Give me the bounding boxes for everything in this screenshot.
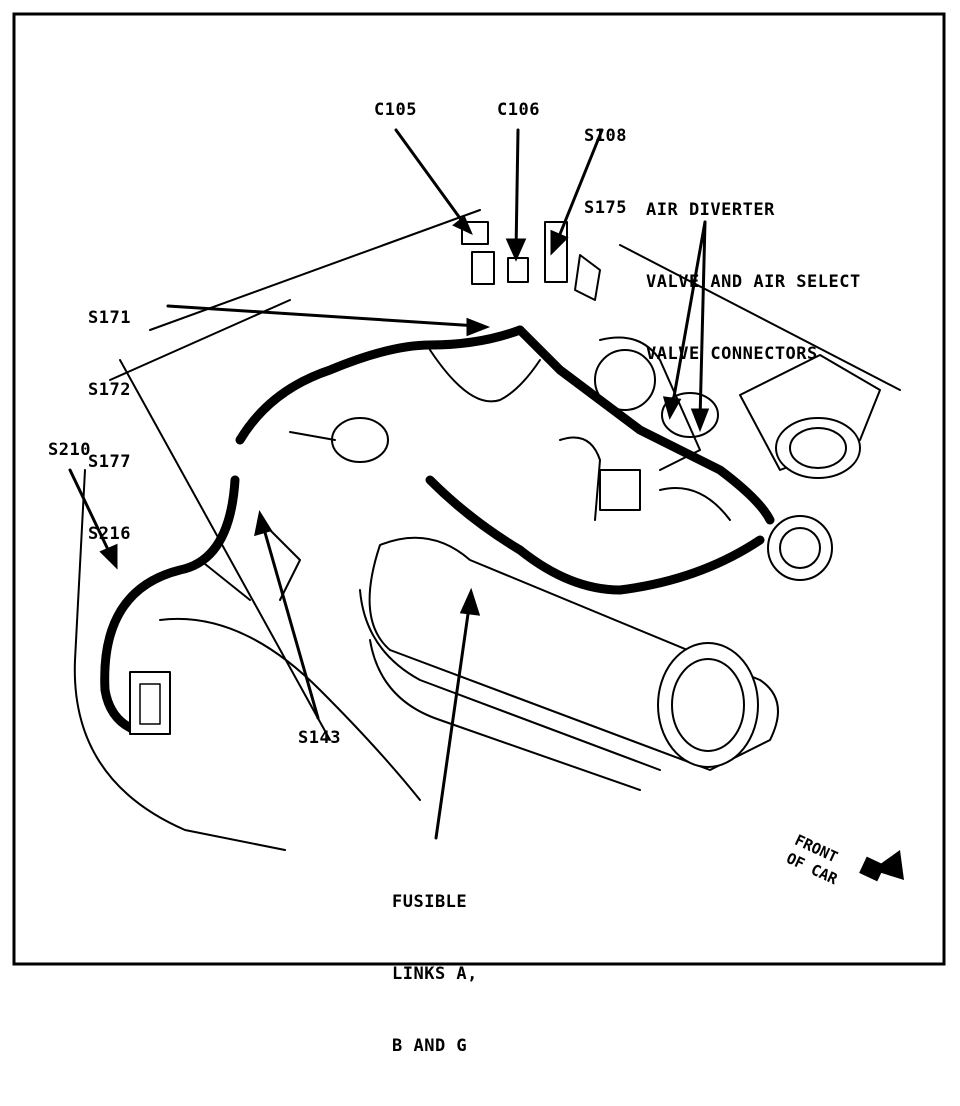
engine-harness-diagram: C105 C106 S108 S175 AIR DIVERTER VALVE A… — [12, 12, 946, 1056]
arrow-s143 — [260, 520, 320, 720]
body-line — [619, 244, 901, 391]
main-harness-left — [235, 325, 525, 445]
main-harness-right — [515, 325, 775, 525]
c106-connector — [507, 257, 529, 283]
s108-bracket — [544, 221, 568, 283]
lower-canister-line — [359, 589, 661, 771]
sensor-bulb — [331, 417, 389, 463]
s210-harness — [100, 475, 240, 735]
fender-crease — [119, 359, 331, 741]
frame-border — [12, 12, 946, 966]
label-s210: S210 — [48, 440, 91, 460]
lower-harness — [425, 475, 765, 595]
arrow-diverter-2 — [698, 220, 707, 422]
arrow-fusible — [434, 598, 472, 840]
fender-outline — [73, 469, 286, 851]
label-s143: S143 — [298, 728, 341, 748]
right-canister — [767, 515, 833, 581]
cylinder-end — [657, 642, 759, 768]
wheel-arch — [159, 617, 421, 801]
label-fusible-links: FUSIBLE LINKS A, B AND G — [392, 892, 478, 1056]
arrow-c105 — [394, 128, 472, 234]
arrow-s210 — [68, 468, 114, 560]
label-c105: C105 — [374, 100, 417, 120]
arrow-c106 — [514, 128, 520, 254]
line-art — [12, 12, 946, 966]
label-s108-s175: S108 S175 — [584, 126, 627, 218]
arrow-s108 — [554, 128, 604, 246]
branch-wire — [429, 349, 541, 403]
label-s171-group: S171 S172 S177 S216 — [88, 308, 131, 544]
arrow-s171 — [166, 304, 480, 328]
cowl-line — [149, 209, 481, 331]
label-c106: C106 — [497, 100, 540, 120]
arrow-diverter-1 — [670, 220, 707, 410]
callout-arrows — [68, 128, 710, 840]
label-air-diverter: AIR DIVERTER VALVE AND AIR SELECT VALVE … — [646, 200, 861, 364]
